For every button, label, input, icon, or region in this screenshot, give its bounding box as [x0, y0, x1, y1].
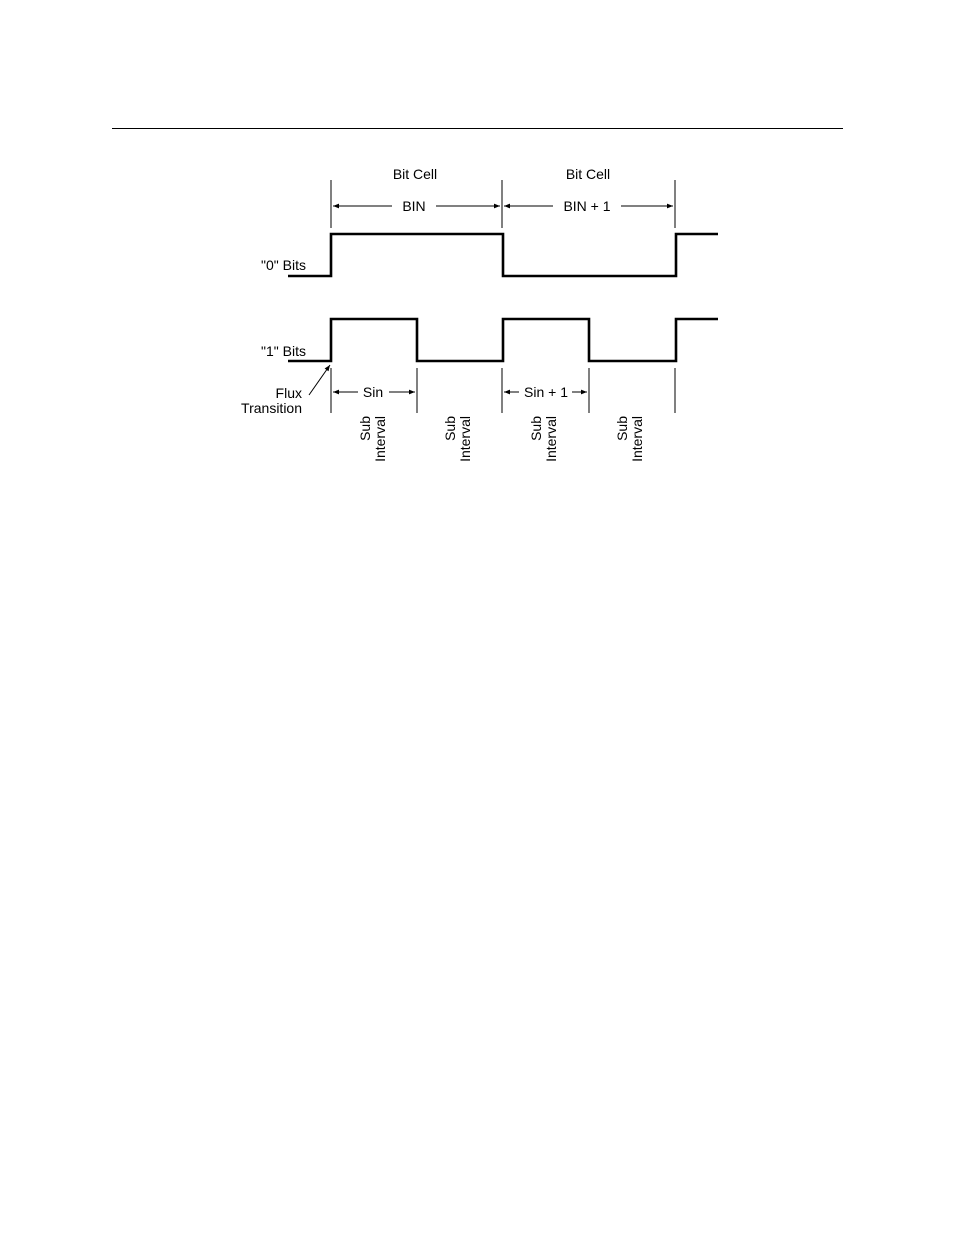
bin-label: BIN	[402, 198, 425, 214]
bit-cell-label-left: Bit Cell	[393, 166, 437, 182]
sub-interval-label-3: Sub Interval	[528, 416, 559, 462]
sub-interval-4-line2: Interval	[629, 416, 645, 462]
sub-interval-4-line1: Sub	[614, 416, 630, 441]
sub-interval-3-line1: Sub	[528, 416, 544, 441]
flux-transition-label-line1: Flux	[276, 385, 302, 401]
zero-bits-label: "0" Bits	[261, 257, 306, 273]
sub-interval-label-1: Sub Interval	[357, 416, 388, 462]
flux-transition-leader	[309, 365, 330, 395]
sub-interval-1-line2: Interval	[372, 416, 388, 462]
zero-bits-waveform	[288, 234, 718, 276]
bin-plus-1-label: BIN + 1	[563, 198, 610, 214]
one-bits-label: "1" Bits	[261, 343, 306, 359]
sub-interval-label-4: Sub Interval	[614, 416, 645, 462]
flux-transition-label-line2: Transition	[241, 400, 302, 416]
sub-interval-2-line2: Interval	[457, 416, 473, 462]
sub-interval-2-line1: Sub	[442, 416, 458, 441]
bit-cell-label-right: Bit Cell	[566, 166, 610, 182]
sub-interval-label-2: Sub Interval	[442, 416, 473, 462]
sub-interval-3-line2: Interval	[543, 416, 559, 462]
sin-plus-1-label: Sin + 1	[524, 384, 568, 400]
sin-label: Sin	[363, 384, 383, 400]
sub-interval-1-line1: Sub	[357, 416, 373, 441]
one-bits-waveform	[288, 319, 718, 361]
